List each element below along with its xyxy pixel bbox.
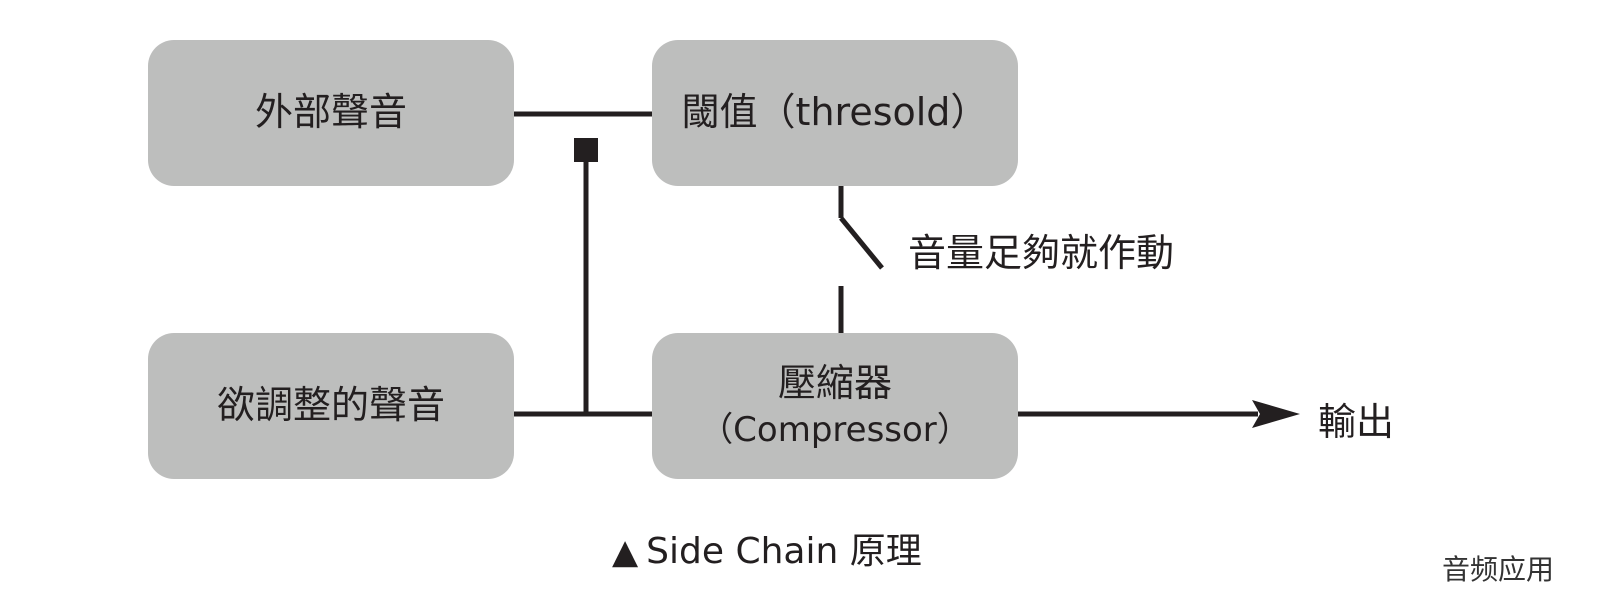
sidechain-tap-square (574, 138, 598, 162)
switch-blade (839, 216, 884, 270)
threshold-label: 閾值（thresold） (681, 90, 989, 135)
box-compressor: 壓縮器 （Compressor） (652, 333, 1018, 479)
sound-to-adjust-label: 欲調整的聲音 (216, 383, 445, 428)
output-label: 輸出 (1318, 400, 1395, 444)
watermark-text: 音频应用 (1442, 553, 1555, 586)
trigger-label: 音量足夠就作動 (908, 231, 1175, 275)
box-threshold: 閾值（thresold） (652, 40, 1018, 186)
box-sound-to-adjust: 欲調整的聲音 (148, 333, 514, 479)
diagram-caption: ▲Side Chain 原理 (612, 522, 922, 574)
compressor-subtitle: （Compressor） (699, 409, 971, 450)
output-arrowhead (1252, 400, 1300, 428)
caption-text: Side Chain 原理 (646, 531, 922, 572)
compressor-title: 壓縮器 (777, 361, 892, 406)
external-sound-label: 外部聲音 (254, 90, 407, 135)
caption-triangle-icon: ▲ (612, 532, 639, 572)
box-external-sound: 外部聲音 (148, 40, 514, 186)
